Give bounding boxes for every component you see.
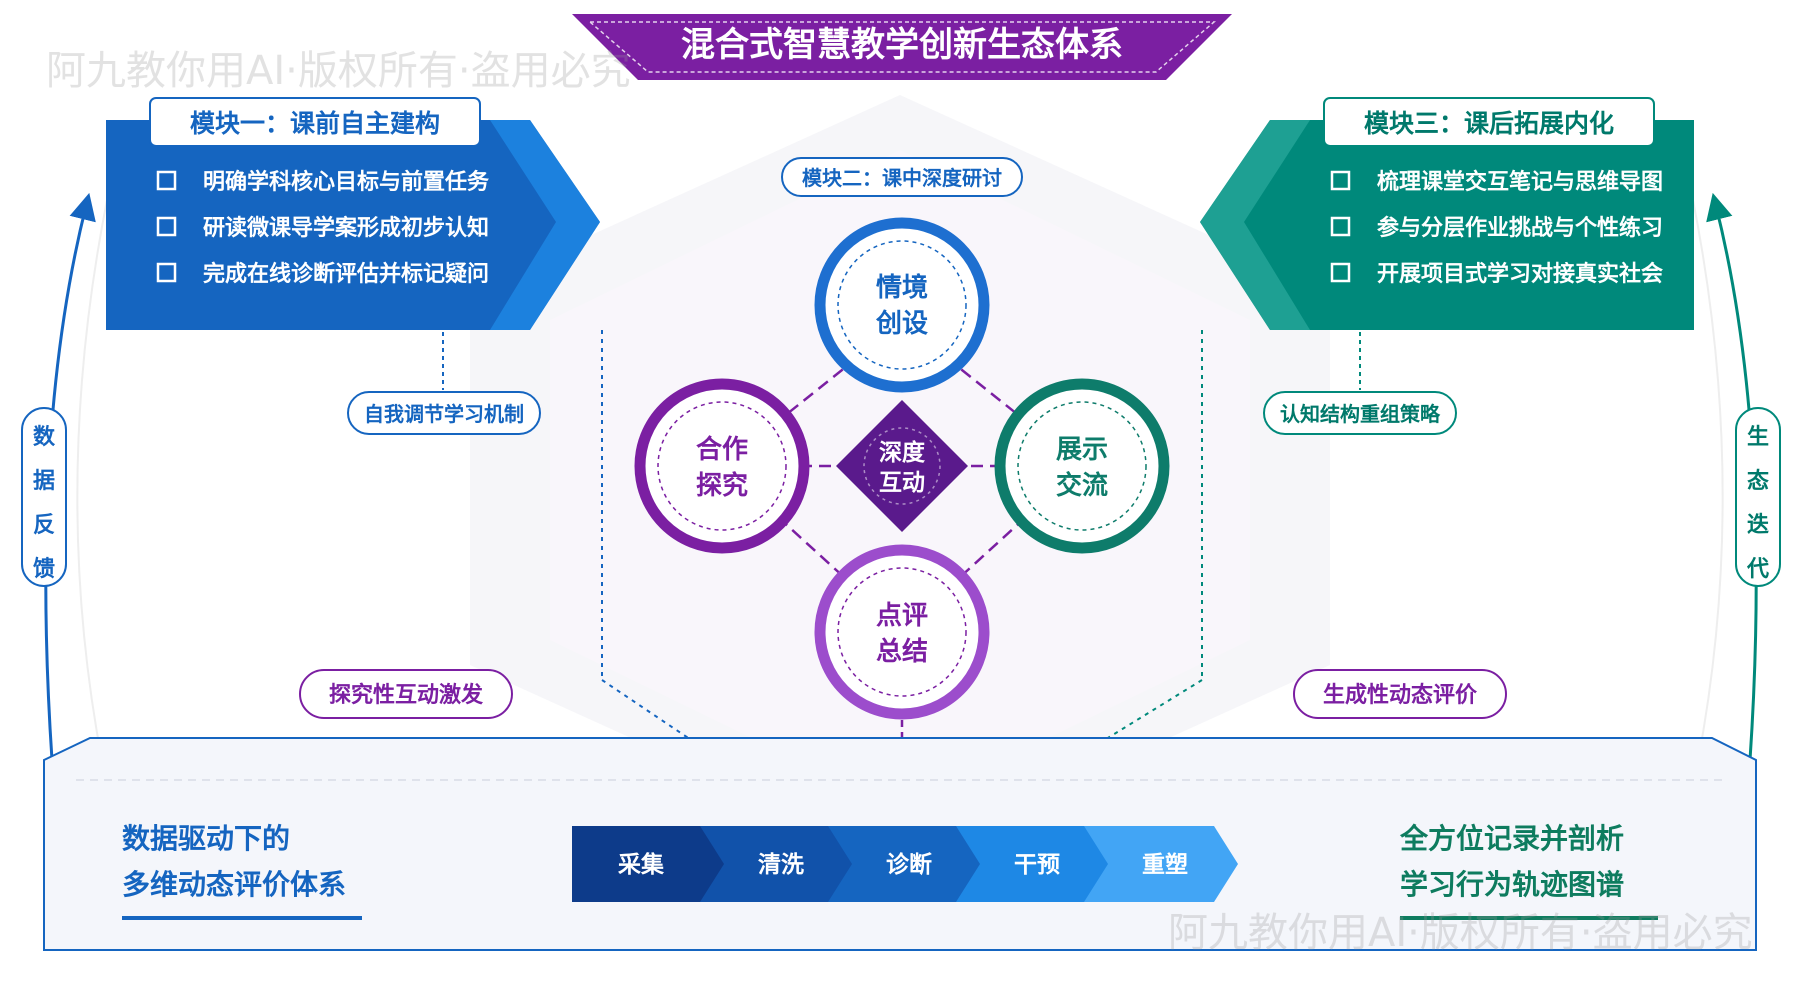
checkbox-icon: [1330, 170, 1351, 191]
module-1-item: 研读微课导学案形成初步认知: [203, 215, 489, 241]
node-top-line-1: 情境: [876, 272, 928, 303]
page-title: 混合式智慧教学创新生态体系: [681, 25, 1123, 65]
checkbox-icon: [156, 262, 177, 283]
process-step: 干预: [956, 826, 1110, 902]
process-step-label: 清洗: [758, 852, 804, 878]
checkbox-icon: [156, 216, 177, 237]
process-step-chevron: [1084, 826, 1238, 902]
bottom-left-title-2: 多维动态评价体系: [122, 868, 346, 901]
module-3-item: 开展项目式学习对接真实社会: [1377, 261, 1663, 287]
node-left: 合作 探究: [634, 378, 810, 554]
module-2-label: 模块二：课中深度研讨: [781, 157, 1023, 197]
checkbox-icon: [156, 170, 177, 191]
node-left-line-2: 探究: [696, 470, 748, 501]
outer-arc-left: [76, 139, 121, 801]
side-label-left: 数 据 反 馈: [21, 407, 67, 587]
side-left-char: 反: [33, 513, 55, 538]
module-1-item: 明确学科核心目标与前置任务: [203, 169, 490, 195]
tag-self-regulation: 自我调节学习机制: [347, 391, 541, 435]
node-bottom: 点评 总结: [814, 544, 990, 720]
side-right-char: 态: [1747, 468, 1769, 494]
node-top-line-2: 创设: [875, 309, 928, 339]
node-bottom-line-1: 点评: [876, 600, 928, 631]
core-diamond: 深度 互动: [836, 400, 968, 532]
module-1-panel: 模块一：课前自主建构 明确学科核心目标与前置任务 研读微课导学案形成初步认知 完…: [106, 97, 600, 330]
watermark: 阿九教你用AI·版权所有·盗用必究: [1168, 910, 1753, 956]
process-step-label: 重塑: [1142, 852, 1188, 878]
title-banner: 混合式智慧教学创新生态体系: [572, 14, 1232, 80]
process-steps: 采集 清洗 诊断 干预 重塑: [572, 826, 1238, 902]
process-step: 清洗: [700, 826, 854, 902]
tag-inquiry: 探究性互动激发: [299, 669, 513, 719]
node-right-line-2: 交流: [1056, 470, 1108, 501]
module-3-item: 梳理课堂交互笔记与思维导图: [1377, 169, 1663, 195]
process-step-chevron: [956, 826, 1110, 902]
core-line-2: 互动: [879, 470, 925, 496]
side-left-char: 数: [33, 424, 56, 450]
tag-generative: 生成性动态评价: [1293, 669, 1507, 719]
node-right: 展示 交流: [994, 378, 1170, 554]
process-step-label: 采集: [618, 851, 665, 878]
tag-self-regulation-text: 自我调节学习机制: [364, 402, 524, 426]
process-step-chevron: [700, 826, 854, 902]
process-step-label: 干预: [1014, 852, 1060, 878]
bottom-right-text-1: 全方位记录并剖析: [1399, 822, 1624, 855]
side-right-char: 迭: [1747, 513, 1769, 538]
side-left-char: 馈: [33, 556, 55, 582]
tag-inquiry-text: 探究性互动激发: [329, 682, 484, 708]
process-step-chevron: [828, 826, 982, 902]
module-2-title: 模块二：课中深度研讨: [802, 166, 1002, 190]
watermark: 阿九教你用AI·版权所有·盗用必究: [46, 48, 631, 94]
process-step-label: 诊断: [886, 851, 932, 878]
node-left-line-1: 合作: [696, 434, 748, 465]
module-1-title: 模块一：课前自主建构: [190, 109, 440, 138]
side-right-char: 代: [1746, 557, 1769, 582]
process-step: 诊断: [828, 826, 982, 902]
tag-cognitive: 认知结构重组策略: [1263, 391, 1457, 435]
bottom-left-title-1: 数据驱动下的: [122, 822, 290, 855]
tag-generative-text: 生成性动态评价: [1323, 682, 1478, 708]
node-top: 情境 创设: [814, 217, 990, 393]
process-step: 采集: [572, 826, 726, 902]
process-step: 重塑: [1084, 826, 1238, 902]
checkbox-icon: [1330, 262, 1351, 283]
module-3-item: 参与分层作业挑战与个性练习: [1377, 215, 1663, 241]
node-right-line-1: 展示: [1056, 435, 1108, 465]
core-line-1: 深度: [879, 439, 926, 466]
side-left-char: 据: [33, 469, 55, 494]
process-step-chevron: [572, 826, 726, 902]
node-bottom-line-2: 总结: [876, 637, 928, 667]
side-label-right: 生 态 迭 代: [1735, 407, 1781, 587]
module-1-item: 完成在线诊断评估并标记疑问: [203, 261, 489, 287]
module-3-title: 模块三：课后拓展内化: [1364, 109, 1614, 138]
tag-cognitive-text: 认知结构重组策略: [1280, 402, 1441, 426]
checkbox-icon: [1330, 216, 1351, 237]
module-3-panel: 模块三：课后拓展内化 梳理课堂交互笔记与思维导图 参与分层作业挑战与个性练习 开…: [1200, 97, 1694, 330]
side-right-char: 生: [1747, 425, 1769, 450]
outer-arc-right: [1679, 139, 1724, 801]
bottom-right-text-2: 学习行为轨迹图谱: [1400, 868, 1624, 901]
